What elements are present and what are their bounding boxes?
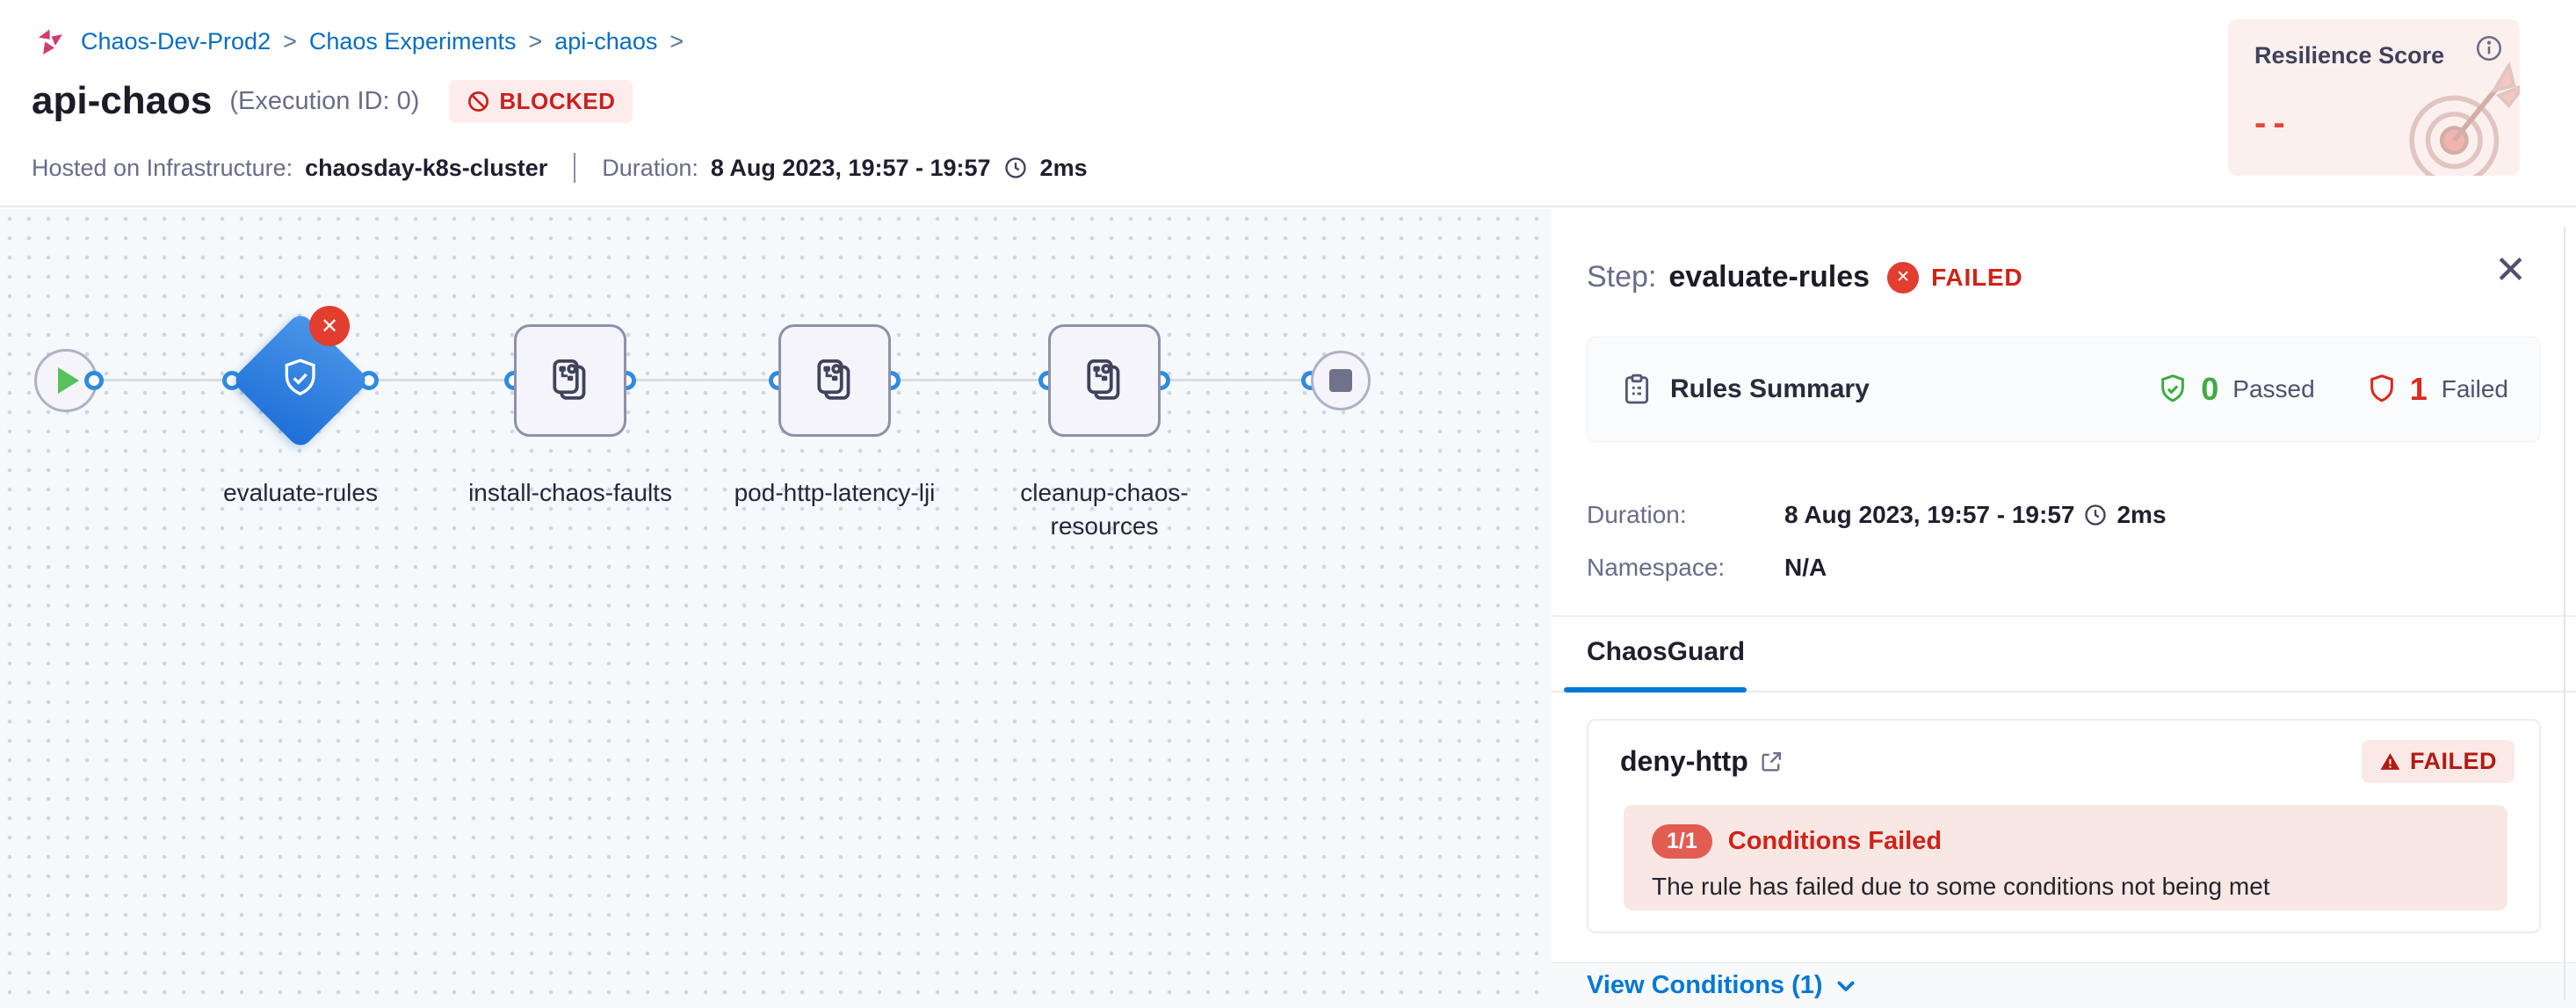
step-name: evaluate-rules xyxy=(1668,260,1870,294)
namespace-label: Namespace: xyxy=(1587,554,1726,581)
breadcrumb: Chaos-Dev-Prod2 > Chaos Experiments > ap… xyxy=(32,23,684,60)
passed-count: 0 xyxy=(2201,371,2219,407)
chaos-module-logo-icon xyxy=(32,23,69,60)
conditions-failed-title: Conditions Failed xyxy=(1727,827,1943,855)
title-row: api-chaos (Execution ID: 0) BLOCKED xyxy=(32,79,633,123)
namespace-row: Namespace: N/A xyxy=(1587,554,1827,582)
scrollbar-track[interactable] xyxy=(2564,227,2565,1000)
conditions-count-badge: 1/1 xyxy=(1652,824,1712,859)
close-icon[interactable]: ✕ xyxy=(2494,249,2527,292)
experiment-step-icon xyxy=(817,359,850,400)
connector-dot xyxy=(84,371,104,390)
step-status: FAILED xyxy=(1931,263,2023,291)
namespace-value: N/A xyxy=(1784,554,1827,581)
duration-row: Duration: 8 Aug 2023, 19:57 - 19:57 2ms xyxy=(1587,501,2167,529)
play-icon xyxy=(58,367,79,394)
breadcrumb-separator: > xyxy=(669,27,684,54)
failed-label: Failed xyxy=(2441,375,2508,402)
duration-value: 8 Aug 2023, 19:57 - 19:57 xyxy=(1784,501,2075,528)
conditions-failed-alert: 1/1 Conditions Failed The rule has faile… xyxy=(1624,805,2507,910)
rules-summary-card: Rules Summary 0 Passed 1 xyxy=(1587,337,2541,442)
failed-metric: 1 Failed xyxy=(2364,371,2508,408)
shield-failed-icon xyxy=(2364,372,2399,407)
tab-chaosguard[interactable]: ChaosGuard xyxy=(1587,637,1746,666)
page-title: api-chaos xyxy=(32,79,213,122)
duration-label: Duration: xyxy=(602,154,698,181)
step-failed-icon: ✕ xyxy=(1887,261,1920,294)
breadcrumb-experiments-link[interactable]: Chaos Experiments xyxy=(308,27,517,54)
breadcrumb-separator: > xyxy=(528,27,543,54)
conditions-failed-message: The rule has failed due to some conditio… xyxy=(1652,873,2270,900)
divider xyxy=(1552,615,2576,617)
tab-active-indicator xyxy=(1564,687,1747,693)
node-failed-badge: ✕ xyxy=(309,306,350,346)
node-pod-http-latency[interactable] xyxy=(778,324,891,437)
duration-elapsed: 2ms xyxy=(1039,154,1088,181)
failed-count: 1 xyxy=(2409,371,2428,407)
blocked-icon xyxy=(467,90,490,113)
view-conditions-button[interactable]: View Conditions (1) xyxy=(1587,971,1858,1000)
pipeline-canvas[interactable]: ✕ evaluate-rules install-chaos-faults po… xyxy=(0,209,1552,1008)
page-header: Chaos-Dev-Prod2 > Chaos Experiments > ap… xyxy=(0,0,2576,207)
step-title-row: Step: evaluate-rules ✕ FAILED xyxy=(1587,260,2022,294)
clock-icon xyxy=(2083,503,2108,527)
pipeline-stop-node xyxy=(1311,351,1371,410)
experiment-step-icon xyxy=(553,359,586,400)
duration-label: Duration: xyxy=(1587,501,1687,528)
node-evaluate-rules[interactable] xyxy=(230,310,371,451)
stop-icon xyxy=(1329,369,1352,392)
breadcrumb-separator: > xyxy=(283,27,297,54)
divider xyxy=(574,153,576,183)
chevron-down-icon xyxy=(1834,974,1858,998)
rule-status-badge: FAILED xyxy=(2361,740,2514,783)
target-illustration-icon xyxy=(2384,50,2520,176)
resilience-score-value: -- xyxy=(2254,104,2292,142)
shield-check-icon xyxy=(277,355,324,407)
breadcrumb-project-link[interactable]: Chaos-Dev-Prod2 xyxy=(81,27,271,54)
resilience-score-title: Resilience Score xyxy=(2254,42,2445,69)
step-details-panel: Step: evaluate-rules ✕ FAILED ✕ Rules Su… xyxy=(1552,209,2576,1008)
passed-metric: 0 Passed xyxy=(2155,371,2315,408)
node-label: pod-http-latency-lji xyxy=(734,479,936,506)
clock-icon xyxy=(1003,156,1028,180)
node-install-chaos-faults[interactable] xyxy=(514,324,626,437)
node-cleanup-chaos-resources[interactable] xyxy=(1048,324,1161,437)
rules-summary-title: Rules Summary xyxy=(1670,374,1870,403)
pipeline-connector-line xyxy=(66,379,1344,381)
rule-name: deny-http xyxy=(1620,745,1748,777)
experiment-step-icon xyxy=(1087,359,1120,400)
node-label: install-chaos-faults xyxy=(468,479,672,506)
status-badge: BLOCKED xyxy=(449,79,633,123)
external-link-icon[interactable] xyxy=(1759,750,1784,774)
infra-value: chaosday-k8s-cluster xyxy=(305,154,548,181)
resilience-score-card: Resilience Score -- xyxy=(2228,19,2520,176)
warning-triangle-icon xyxy=(2379,751,2401,772)
breadcrumb-experiment-link[interactable]: api-chaos xyxy=(554,27,658,54)
passed-label: Passed xyxy=(2232,375,2315,402)
clipboard-icon xyxy=(1619,372,1654,407)
info-icon[interactable] xyxy=(2474,33,2504,68)
rule-card-deny-http: deny-http FAILED 1/1 Conditions xyxy=(1587,719,2541,933)
duration-elapsed: 2ms xyxy=(2117,501,2167,528)
duration-value: 8 Aug 2023, 19:57 - 19:57 xyxy=(710,154,991,181)
shield-passed-icon xyxy=(2155,372,2190,407)
node-label: evaluate-rules xyxy=(223,479,378,506)
experiment-info-row: Hosted on Infrastructure: chaosday-k8s-c… xyxy=(32,153,1088,183)
node-label: cleanup-chaos-resources xyxy=(1020,479,1189,540)
execution-id: (Execution ID: 0) xyxy=(229,86,420,115)
infra-label: Hosted on Infrastructure: xyxy=(32,154,293,181)
tab-baseline xyxy=(1552,691,2576,693)
step-label: Step: xyxy=(1587,260,1657,294)
panel-footer: View Conditions (1) xyxy=(1552,962,2576,1008)
